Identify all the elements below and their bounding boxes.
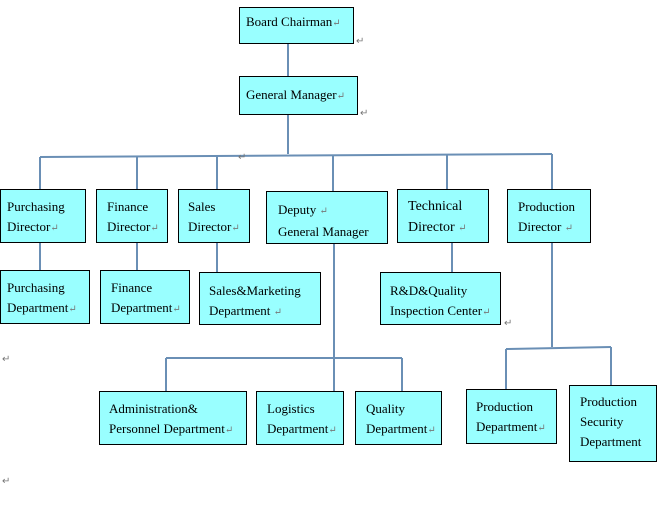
finance-department-label-2: Department [111, 300, 173, 315]
paragraph-mark-icon: ↵ [238, 152, 247, 163]
quality-department-box: Quality Department↵ [355, 391, 442, 445]
paragraph-mark-icon: ↵ [224, 425, 234, 436]
purchasing-director-label-1: Purchasing [7, 199, 65, 214]
paragraph-mark-icon: ↵ [356, 36, 365, 47]
finance-department-label-1: Finance [111, 280, 153, 295]
finance-director-box: Finance Director↵ [96, 189, 168, 243]
rd-quality-center-label-2: Inspection Center [390, 303, 483, 318]
paragraph-mark-icon: ↵ [427, 425, 436, 436]
paragraph-mark-icon: ↵ [537, 423, 546, 434]
paragraph-mark-icon: ↵ [319, 206, 328, 217]
technical-director-label-1: Technical [408, 199, 463, 214]
connector-production-bus [505, 346, 612, 350]
production-department-label-2: Department [476, 419, 538, 434]
board-chairman-label: Board Chairman [246, 14, 333, 29]
paragraph-mark-icon: ↵ [564, 223, 573, 234]
admin-personnel-department-label-2: Personnel Department [109, 421, 225, 436]
paragraph-mark-icon: ↵ [50, 223, 59, 234]
paragraph-mark-icon: ↵ [332, 18, 341, 29]
purchasing-director-label-2: Director [7, 219, 51, 234]
production-security-department-label-1: Production [580, 394, 638, 409]
purchasing-director-box: Purchasing Director↵ [0, 189, 86, 243]
sales-director-label-2: Director [188, 219, 232, 234]
paragraph-mark-icon: ↵ [458, 223, 467, 234]
production-director-label-1: Production [518, 199, 576, 214]
quality-department-label-2: Department [366, 421, 428, 436]
sales-marketing-department-label-1: Sales&Marketing [209, 283, 301, 298]
paragraph-mark-icon: ↵ [172, 304, 181, 315]
general-manager-label: General Manager [246, 87, 337, 102]
admin-personnel-department-box: Administration& Personnel Department↵ [99, 391, 247, 445]
paragraph-mark-icon: ↵ [68, 304, 77, 315]
sales-marketing-department-label-2: Department [209, 303, 271, 318]
rd-quality-center-label-1: R&D&Quality [390, 283, 468, 298]
production-department-label-1: Production [476, 399, 534, 414]
paragraph-mark-icon: ↵ [360, 108, 369, 119]
purchasing-department-label-1: Purchasing [7, 280, 65, 295]
production-director-box: Production Director ↵ [507, 189, 591, 243]
board-chairman-box: Board Chairman↵ [239, 7, 354, 44]
production-security-department-label-2: Security [580, 414, 624, 429]
logistics-department-label-1: Logistics [267, 401, 315, 416]
paragraph-mark-icon: ↵ [150, 223, 159, 234]
paragraph-mark-icon: ↵ [504, 318, 513, 329]
technical-director-box: Technical Director ↵ [397, 189, 489, 243]
logistics-department-label-2: Department [267, 421, 329, 436]
finance-director-label-2: Director [107, 219, 151, 234]
sales-marketing-department-box: Sales&Marketing Department ↵ [199, 272, 321, 325]
paragraph-mark-icon: ↵ [2, 476, 11, 487]
finance-department-box: Finance Department↵ [100, 270, 190, 324]
paragraph-mark-icon: ↵ [482, 307, 491, 318]
production-security-department-box: Production Security Department [569, 385, 657, 462]
purchasing-department-box: Purchasing Department↵ [0, 270, 90, 324]
paragraph-mark-icon: ↵ [336, 91, 345, 102]
deputy-general-manager-label-1: Deputy [278, 202, 317, 217]
deputy-general-manager-label-2: General Manager [278, 224, 369, 239]
quality-department-label-1: Quality [366, 401, 405, 416]
connector-main-bus [39, 153, 553, 158]
production-department-box: Production Department↵ [466, 389, 557, 444]
sales-director-label-1: Sales [188, 199, 216, 214]
general-manager-box: General Manager↵ [239, 76, 358, 115]
sales-director-box: Sales Director↵ [178, 189, 250, 243]
logistics-department-box: Logistics Department↵ [256, 391, 344, 445]
admin-personnel-department-label-1: Administration& [109, 401, 198, 416]
rd-quality-center-box: R&D&Quality Inspection Center↵ [380, 272, 501, 325]
finance-director-label-1: Finance [107, 199, 149, 214]
production-director-label-2: Director [518, 219, 562, 234]
paragraph-mark-icon: ↵ [273, 307, 283, 318]
production-security-department-label-3: Department [580, 434, 642, 449]
paragraph-mark-icon: ↵ [231, 223, 240, 234]
purchasing-department-label-2: Department [7, 300, 69, 315]
paragraph-mark-icon: ↵ [328, 425, 337, 436]
paragraph-mark-icon: ↵ [2, 354, 11, 365]
technical-director-label-2: Director [408, 220, 455, 235]
deputy-general-manager-box: Deputy ↵ General Manager [266, 191, 388, 244]
